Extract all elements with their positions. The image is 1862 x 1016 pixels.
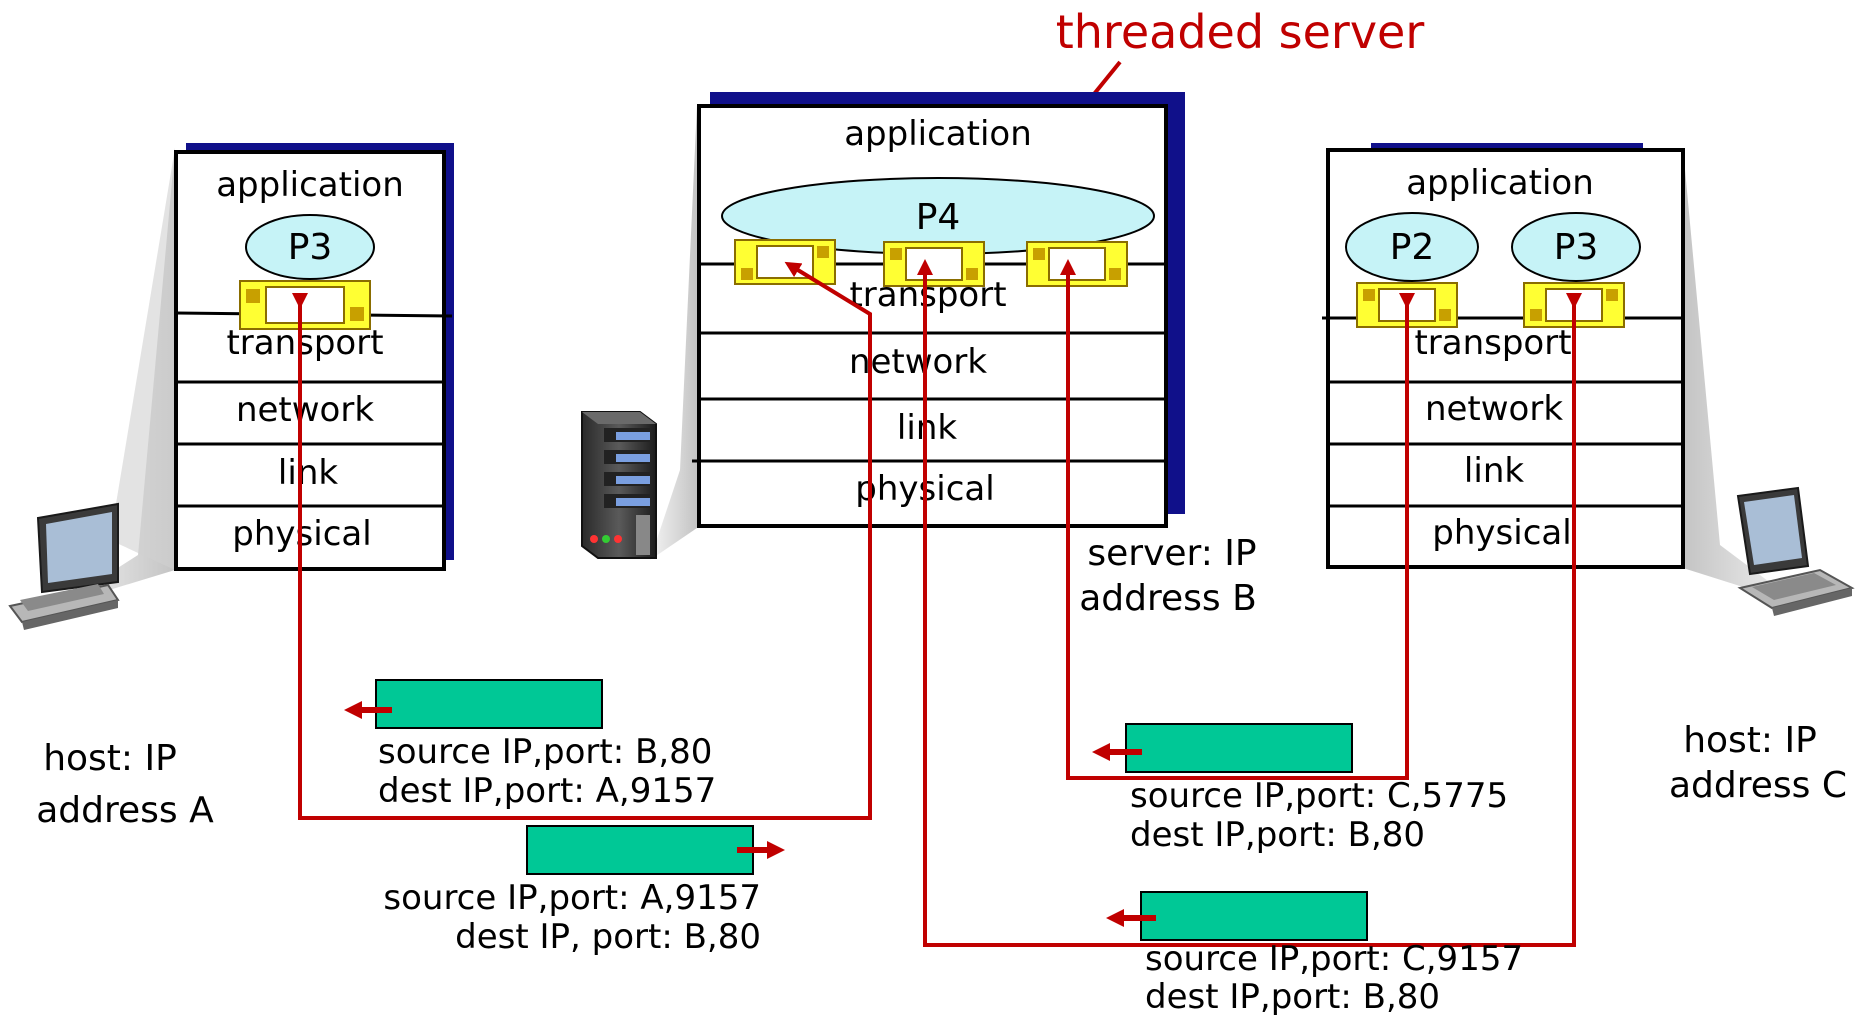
diagram-title: threaded server <box>1056 5 1425 59</box>
server-tower-icon <box>581 411 657 559</box>
host-c-process-p2-label: P2 <box>1390 227 1435 268</box>
packet-b-to-a-line1: source IP,port: B,80 <box>378 732 712 772</box>
host-c-label-line2: address C <box>1669 765 1847 806</box>
host-a-label-line1: host: IP <box>43 738 177 779</box>
host-a-projection-top <box>110 148 175 570</box>
host-c-layer-physical: physical <box>1432 513 1571 553</box>
host-a-layer-application: application <box>216 165 404 205</box>
server-projection <box>650 105 697 560</box>
packet-c9157-to-server-line2: dest IP,port: B,80 <box>1145 977 1440 1016</box>
connection-a-to-server-path <box>292 261 872 820</box>
packet-b-to-a: source IP,port: B,80 dest IP,port: A,915… <box>344 679 716 811</box>
host-c-projection <box>1683 148 1800 605</box>
server-socket-1 <box>734 239 836 285</box>
server-socket-2 <box>883 241 985 287</box>
laptop-icon <box>8 502 120 630</box>
server-layer-network: network <box>849 342 987 382</box>
packet-b-to-a-line2: dest IP,port: A,9157 <box>378 771 716 811</box>
server-layer-link: link <box>897 408 957 448</box>
packet-c5775-to-server-line1: source IP,port: C,5775 <box>1130 776 1508 816</box>
host-c-process-p3-label: P3 <box>1554 227 1599 268</box>
server-socket-3 <box>1026 241 1128 287</box>
host-a-socket <box>239 280 371 330</box>
host-c-layer-application: application <box>1406 163 1594 203</box>
server-label-line1: server: IP <box>1087 533 1256 574</box>
host-c: application transport network link physi… <box>1322 143 1847 806</box>
host-a: application transport network link physi… <box>36 143 454 831</box>
server-layer-application: application <box>844 114 1032 154</box>
packet-c5775-to-server-line2: dest IP,port: B,80 <box>1130 815 1425 855</box>
packet-c5775-to-server: source IP,port: C,5775 dest IP,port: B,8… <box>1092 723 1508 855</box>
packet-a-to-server: source IP,port: A,9157 dest IP, port: B,… <box>383 825 785 957</box>
host-c-layer-link: link <box>1464 451 1524 491</box>
host-c-label-line1: host: IP <box>1683 720 1817 761</box>
host-a-process-p3-label: P3 <box>288 227 333 268</box>
server-host: application transport network link physi… <box>650 92 1257 619</box>
connection-c9157-to-server-path <box>917 259 1582 947</box>
host-c-layer-transport: transport <box>1414 323 1571 363</box>
host-a-layer-link: link <box>278 453 338 493</box>
host-c-layer-network: network <box>1425 389 1563 429</box>
packet-a-to-server-line2: dest IP, port: B,80 <box>455 917 761 957</box>
packet-a-to-server-line1: source IP,port: A,9157 <box>383 878 761 918</box>
server-process-p4-label: P4 <box>916 197 961 238</box>
packet-c9157-to-server: source IP,port: C,9157 dest IP,port: B,8… <box>1106 891 1523 1016</box>
connection-c5775-to-server-path <box>1060 259 1415 780</box>
server-protocol-stack <box>697 104 1168 528</box>
host-a-layer-network: network <box>236 390 374 430</box>
host-a-label-line2: address A <box>36 790 214 831</box>
server-label-line2: address B <box>1079 578 1257 619</box>
laptop-icon <box>1736 486 1855 616</box>
packet-c9157-to-server-line1: source IP,port: C,9157 <box>1145 939 1523 979</box>
